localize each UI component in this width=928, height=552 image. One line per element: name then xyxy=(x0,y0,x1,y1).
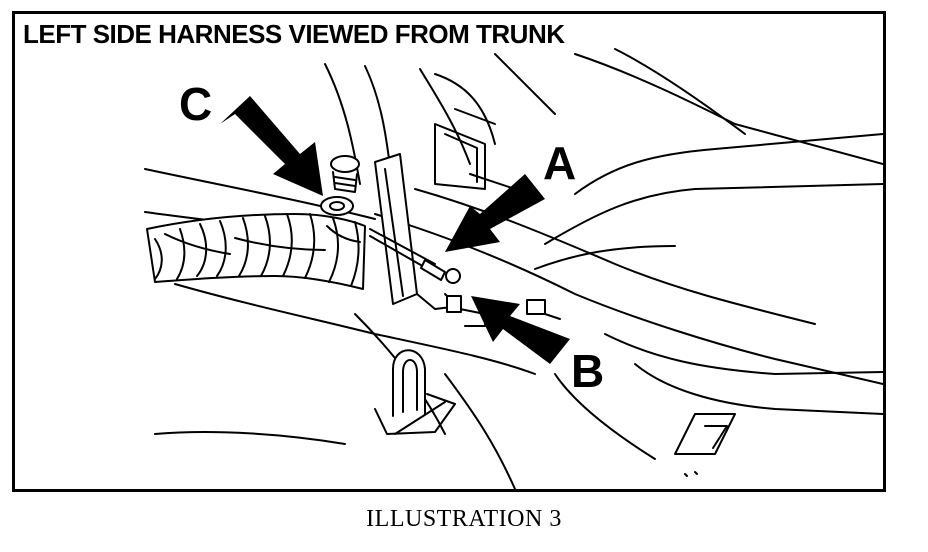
callout-label-c: C xyxy=(179,78,213,130)
arrow-a xyxy=(445,174,545,252)
callout-label-a: A xyxy=(543,137,577,189)
bolt-c xyxy=(320,155,360,216)
diagram-heading: LEFT SIDE HARNESS VIEWED FROM TRUNK xyxy=(23,19,565,49)
arrow-c xyxy=(220,96,323,196)
pointer-arrows xyxy=(220,96,570,364)
callout-label-b: B xyxy=(571,345,605,397)
illustration-caption: ILLUSTRATION 3 xyxy=(366,506,562,532)
trunk-body-contours xyxy=(324,48,883,190)
connector-a xyxy=(369,228,461,284)
illustration-frame: LEFT SIDE HARNESS VIEWED FROM TRUNK C A … xyxy=(12,11,886,492)
tie-down-loop xyxy=(374,349,456,435)
stud-b xyxy=(446,295,561,320)
arrow-b xyxy=(471,296,570,364)
line-drawing xyxy=(144,48,883,489)
wire-harness xyxy=(146,213,366,290)
